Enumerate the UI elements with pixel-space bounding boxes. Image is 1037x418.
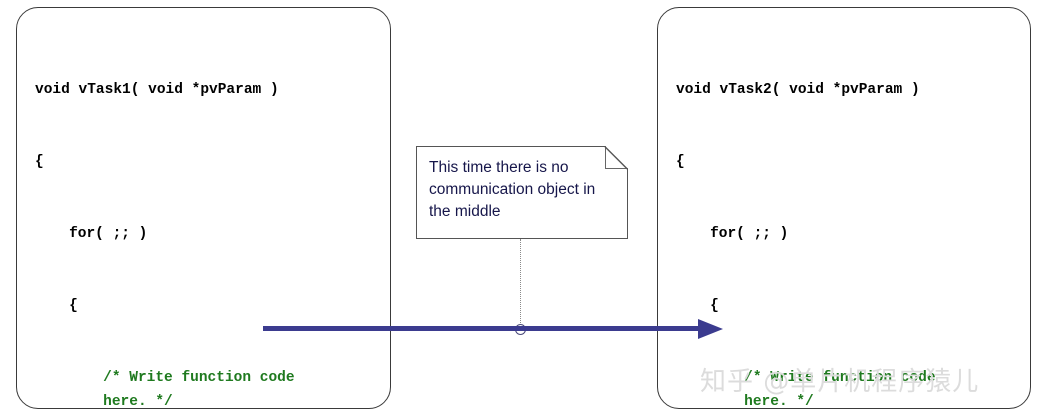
- task1-inner-open-brace: {: [69, 298, 78, 314]
- task1-for-loop: for( ;; ): [69, 226, 148, 242]
- task1-signature: void vTask1( void *pvParam ): [35, 82, 279, 98]
- task2-code-box: void vTask2( void *pvParam ) { for( ;; )…: [657, 7, 1031, 410]
- watermark: 知乎 @单片机程序猿儿: [700, 367, 980, 397]
- task2-inner-open-brace: {: [710, 298, 719, 314]
- task1-comment-write: /* Write function code here. */: [103, 370, 295, 410]
- task2-code-listing: void vTask2( void *pvParam ) { for( ;; )…: [676, 30, 1020, 418]
- task1-code-box: void vTask1( void *pvParam ) { for( ;; )…: [16, 7, 391, 410]
- task2-open-brace: {: [676, 154, 685, 170]
- notification-arrow-head-icon: [698, 319, 723, 339]
- notification-arrow-line: [263, 326, 706, 331]
- note-leader-dotted-line: [520, 239, 521, 329]
- note-callout: This time there is no communication obje…: [416, 146, 628, 239]
- task2-for-loop: for( ;; ): [710, 226, 789, 242]
- task1-open-brace: {: [35, 154, 44, 170]
- task2-comment-write: /* Write function code here. */: [744, 370, 936, 410]
- task1-code-listing: void vTask1( void *pvParam ) { for( ;; )…: [35, 30, 380, 418]
- task2-signature: void vTask2( void *pvParam ): [676, 82, 920, 98]
- note-fold-diagonal-icon: [604, 146, 628, 170]
- note-text: This time there is no communication obje…: [429, 159, 596, 220]
- note-shape: [416, 146, 628, 239]
